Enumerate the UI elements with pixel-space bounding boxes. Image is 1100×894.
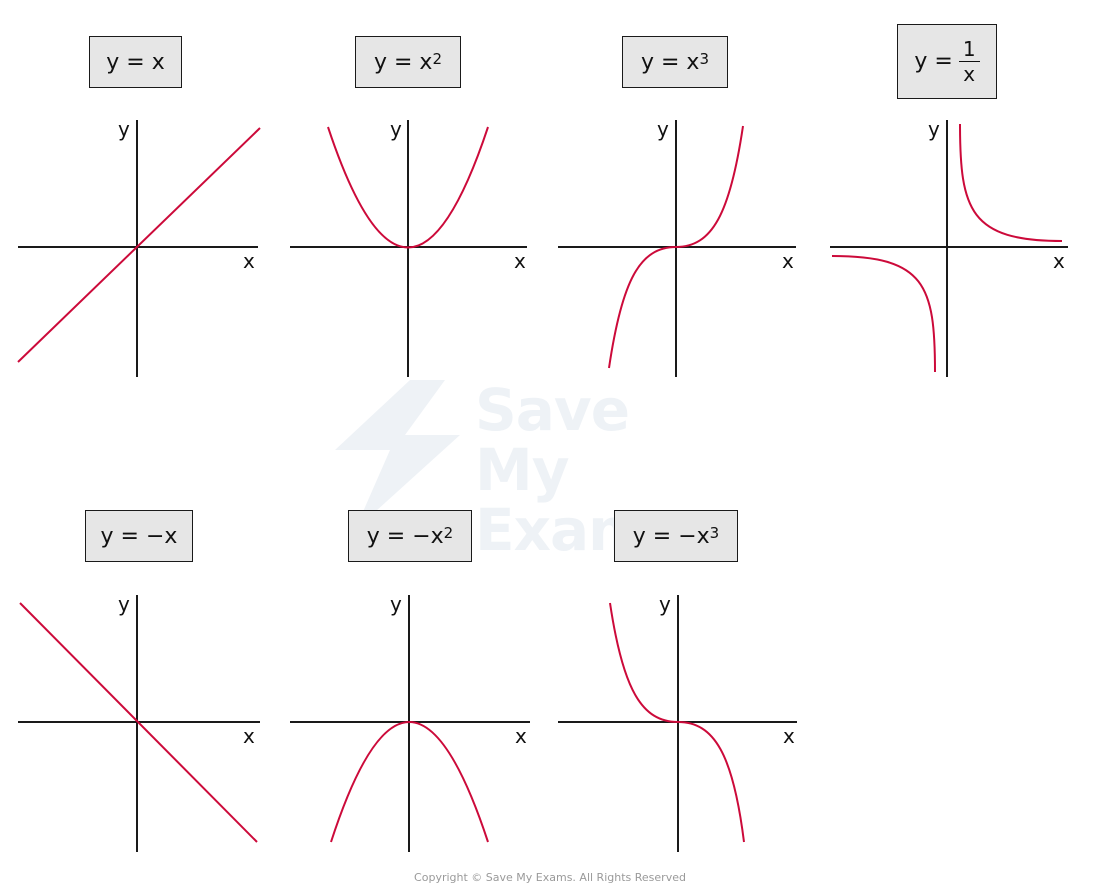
label-exponent: 3 <box>699 50 709 68</box>
label-exponent: 2 <box>432 50 442 68</box>
label-text: y = x <box>373 49 433 75</box>
label-text: y = −x <box>366 523 444 549</box>
graph-y-equals-x-squared: y x <box>290 117 527 377</box>
x-axis-label: x <box>515 724 527 748</box>
curve-parabola <box>327 126 489 249</box>
label-exponent: 2 <box>443 524 454 542</box>
curve-reciprocal-positive <box>959 123 1063 242</box>
graph-y-equals-x-cubed: y x <box>558 117 796 377</box>
curve-cubic <box>609 602 745 843</box>
y-axis-label: y <box>118 117 130 141</box>
x-axis-label: x <box>243 724 255 748</box>
y-axis-label: y <box>390 592 402 616</box>
fraction-denominator: x <box>963 62 976 86</box>
y-axis-label: y <box>657 117 669 141</box>
fraction-numerator: 1 <box>958 39 980 62</box>
label-text: y = −x <box>100 523 178 549</box>
copyright-text: Copyright © Save My Exams. All Rights Re… <box>414 871 686 884</box>
label-y-equals-neg-x: y = −x <box>85 510 193 562</box>
curve-line <box>17 127 261 363</box>
graph-y-equals-x: y x <box>17 117 261 377</box>
label-text: y = x <box>106 49 165 75</box>
x-axis-label: x <box>514 249 526 273</box>
curve-parabola <box>330 721 489 843</box>
y-axis-label: y <box>928 117 940 141</box>
y-axis-label: y <box>390 117 402 141</box>
x-axis-label: x <box>243 249 255 273</box>
label-y-equals-reciprocal: y = 1 x <box>897 24 997 99</box>
label-y-equals-x: y = x <box>89 36 182 88</box>
x-axis-label: x <box>783 724 795 748</box>
label-text: y = <box>914 49 953 74</box>
x-axis-label: x <box>782 249 794 273</box>
graph-y-equals-neg-x: y x <box>18 592 260 852</box>
label-text: y = x <box>640 49 700 75</box>
curve-cubic <box>608 125 744 369</box>
label-text: y = −x <box>632 523 710 549</box>
graph-y-equals-neg-x-squared: y x <box>290 592 530 852</box>
graph-y-equals-reciprocal: y x <box>830 117 1068 377</box>
curve-line <box>19 602 258 843</box>
x-axis-label: x <box>1053 249 1065 273</box>
label-fraction: 1 x <box>958 39 980 86</box>
graph-y-equals-neg-x-cubed: y x <box>558 592 797 852</box>
y-axis-label: y <box>659 592 671 616</box>
curve-reciprocal-negative <box>831 255 936 373</box>
y-axis-label: y <box>118 592 130 616</box>
label-exponent: 3 <box>709 524 720 542</box>
